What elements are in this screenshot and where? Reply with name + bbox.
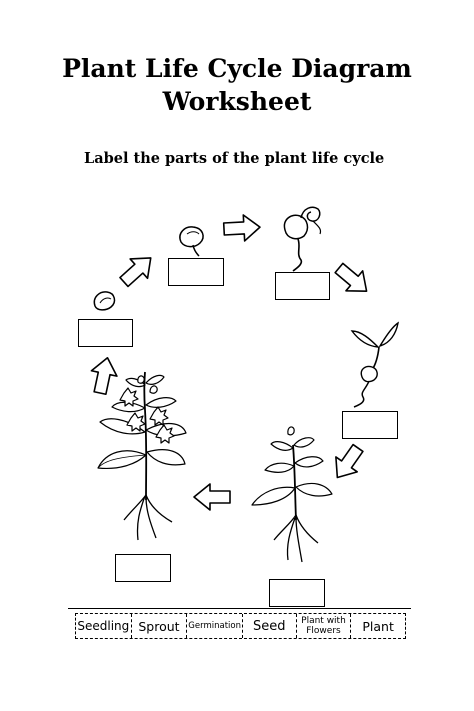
flowering-plant-icon [97, 371, 187, 541]
word-bank-item: Plant [362, 618, 394, 634]
cycle-arrow-icon [86, 354, 122, 397]
answer-box-sprouting-seed[interactable] [168, 258, 224, 286]
cycle-arrow-icon [325, 439, 370, 486]
word-bank-item: Germination [187, 614, 243, 638]
answer-box-germinating-seed[interactable] [275, 272, 330, 300]
seed-icon [93, 291, 116, 311]
cycle-arrow-icon [114, 247, 161, 293]
answer-box-seed[interactable] [78, 319, 133, 347]
germinating-seed-icon [283, 206, 322, 272]
answer-box-young-plant[interactable] [269, 579, 325, 607]
word-bank-item: Sprout [132, 614, 188, 638]
young-plant-icon [251, 426, 333, 563]
cycle-arrow-icon [193, 483, 231, 511]
worksheet-title-line1: Plant Life Cycle Diagram [62, 54, 412, 83]
word-bank-item: Seedling [76, 614, 132, 638]
worksheet-title-line2: Worksheet [162, 87, 312, 116]
cycle-arrow-icon [329, 257, 376, 302]
instruction-text: Label the parts of the plant life cycle [84, 150, 385, 167]
answer-box-flowering-plant[interactable] [115, 554, 171, 582]
sprout-icon [350, 321, 399, 408]
answer-box-sprout[interactable] [342, 411, 398, 439]
cycle-arrow-icon [222, 213, 262, 243]
word-bank: Seedling Sprout Germination Seed Plant w… [75, 613, 406, 639]
word-bank-item: Seed [243, 614, 297, 638]
sprouting-seed-icon [179, 226, 204, 257]
word-bank-rule [68, 608, 411, 609]
word-bank-item: Plant with Flowers [297, 614, 352, 638]
